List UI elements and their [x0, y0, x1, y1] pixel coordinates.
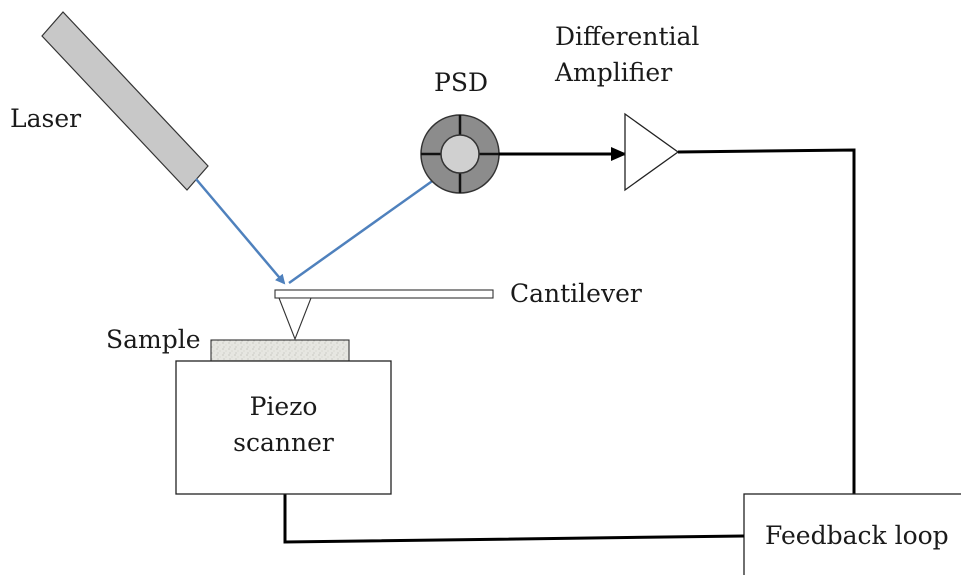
laser-beam-reflected: [288, 165, 454, 285]
feedback-loop-box: [743, 493, 961, 579]
sample-slab: [210, 339, 350, 362]
signal-line-feedback-to-piezo: [283, 494, 745, 544]
differential-amplifier: [624, 112, 680, 192]
laser-body: [41, 11, 209, 191]
cantilever-tip: [278, 297, 312, 341]
piezo-scanner-box: [175, 360, 392, 495]
differential-amplifier-label-line2: Amplifier: [555, 58, 673, 87]
psd-detector: [420, 114, 500, 194]
differential-amplifier-label-line1: Differential: [555, 22, 700, 51]
piezo-label-line2: scanner: [233, 428, 334, 457]
laser-beam-incident: [195, 178, 286, 285]
laser-label: Laser: [10, 104, 82, 133]
cantilever-beam: [274, 289, 494, 299]
signal-line-amp-to-feedback: [677, 148, 856, 494]
sample-label: Sample: [106, 325, 201, 354]
feedback-loop-label: Feedback loop: [765, 521, 949, 550]
psd-label: PSD: [434, 68, 488, 97]
piezo-label-line1: Piezo: [249, 392, 318, 421]
cantilever-label: Cantilever: [510, 279, 642, 308]
